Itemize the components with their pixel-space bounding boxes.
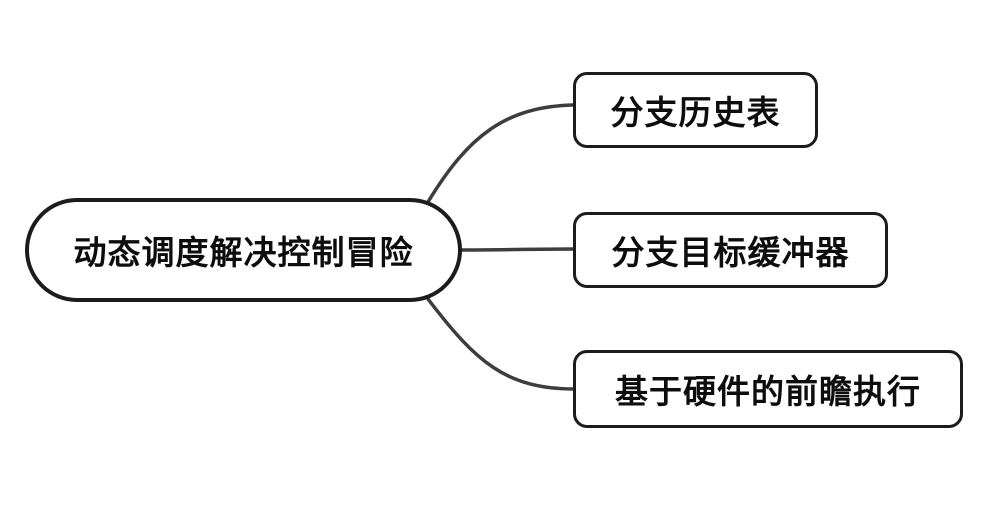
connector-root-to-speculative-execution	[426, 297, 577, 391]
child-node-branch-target-buffer[interactable]: 分支目标缓冲器	[573, 212, 888, 288]
root-node-dynamic-scheduling[interactable]: 动态调度解决控制冒险	[25, 198, 462, 302]
child-node-branch-history-table[interactable]: 分支历史表	[573, 72, 818, 148]
child-node-label: 基于硬件的前瞻执行	[615, 373, 921, 410]
root-node-label: 动态调度解决控制冒险	[73, 234, 414, 271]
child-node-label: 分支目标缓冲器	[611, 234, 850, 271]
connector-root-to-branch-target-buffer	[458, 247, 577, 252]
child-node-label: 分支历史表	[610, 94, 781, 131]
connector-root-to-branch-history	[426, 103, 577, 204]
child-node-hardware-speculative-execution[interactable]: 基于硬件的前瞻执行	[573, 350, 963, 428]
